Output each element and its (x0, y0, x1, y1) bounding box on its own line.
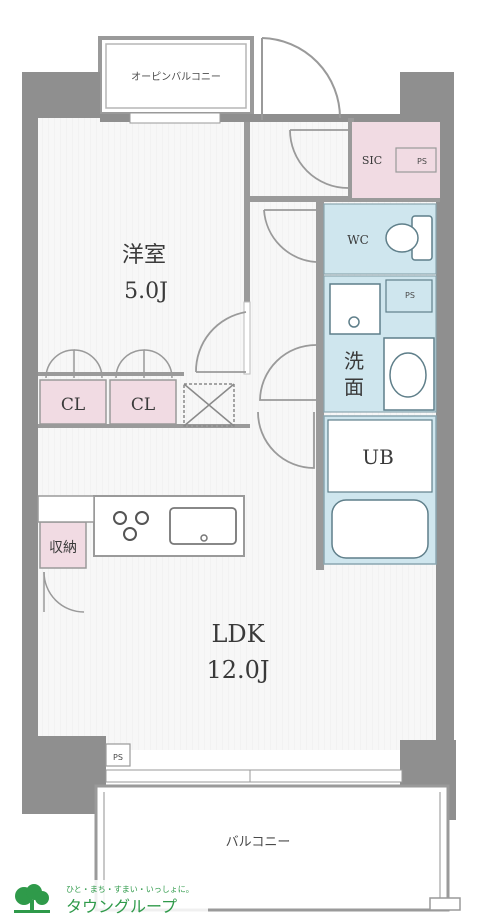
western-room-label: 洋室 (122, 243, 166, 268)
brand-logo: ひと・まち・すまい・いっしょに。 タウングループ (8, 880, 208, 918)
ps-top-label: PS (417, 157, 427, 166)
tree-icon (14, 884, 50, 913)
brand-name: タウングループ (66, 897, 177, 916)
unit-bath-label: UB (362, 445, 394, 469)
ldk-size: 12.0J (206, 656, 269, 684)
ps-mid-label: PS (405, 291, 415, 300)
balcony-label: バルコニー (226, 835, 291, 850)
storage-closet (39, 521, 87, 569)
washroom-label-1: 洗 (344, 349, 364, 373)
ldk-label: LDK (211, 620, 265, 648)
sic-label: SIC (362, 154, 382, 167)
toilet-icon (385, 215, 433, 261)
stove-icon (113, 511, 149, 541)
closet-right-label: CL (131, 395, 155, 415)
outer-walls (22, 72, 456, 820)
storage-label: 収納 (49, 540, 77, 556)
bathtub (331, 499, 429, 559)
closet-left-label: CL (61, 395, 85, 415)
washing-machine-pan (329, 283, 381, 335)
wc-label: WC (347, 233, 369, 247)
open-balcony-label: オーピンバルコニー (131, 71, 221, 83)
brand-tagline: ひと・まち・すまい・いっしょに。 (66, 885, 194, 894)
ps-bottom-label: PS (113, 753, 123, 762)
sink-icon (169, 507, 237, 545)
closet-left (39, 379, 107, 425)
entrance-door (261, 37, 341, 120)
kitchen-counter (93, 495, 245, 557)
washroom-label-2: 面 (344, 375, 364, 399)
closet-right (109, 379, 177, 425)
western-room-size: 5.0J (124, 279, 168, 304)
pipe-shaft (183, 383, 235, 427)
